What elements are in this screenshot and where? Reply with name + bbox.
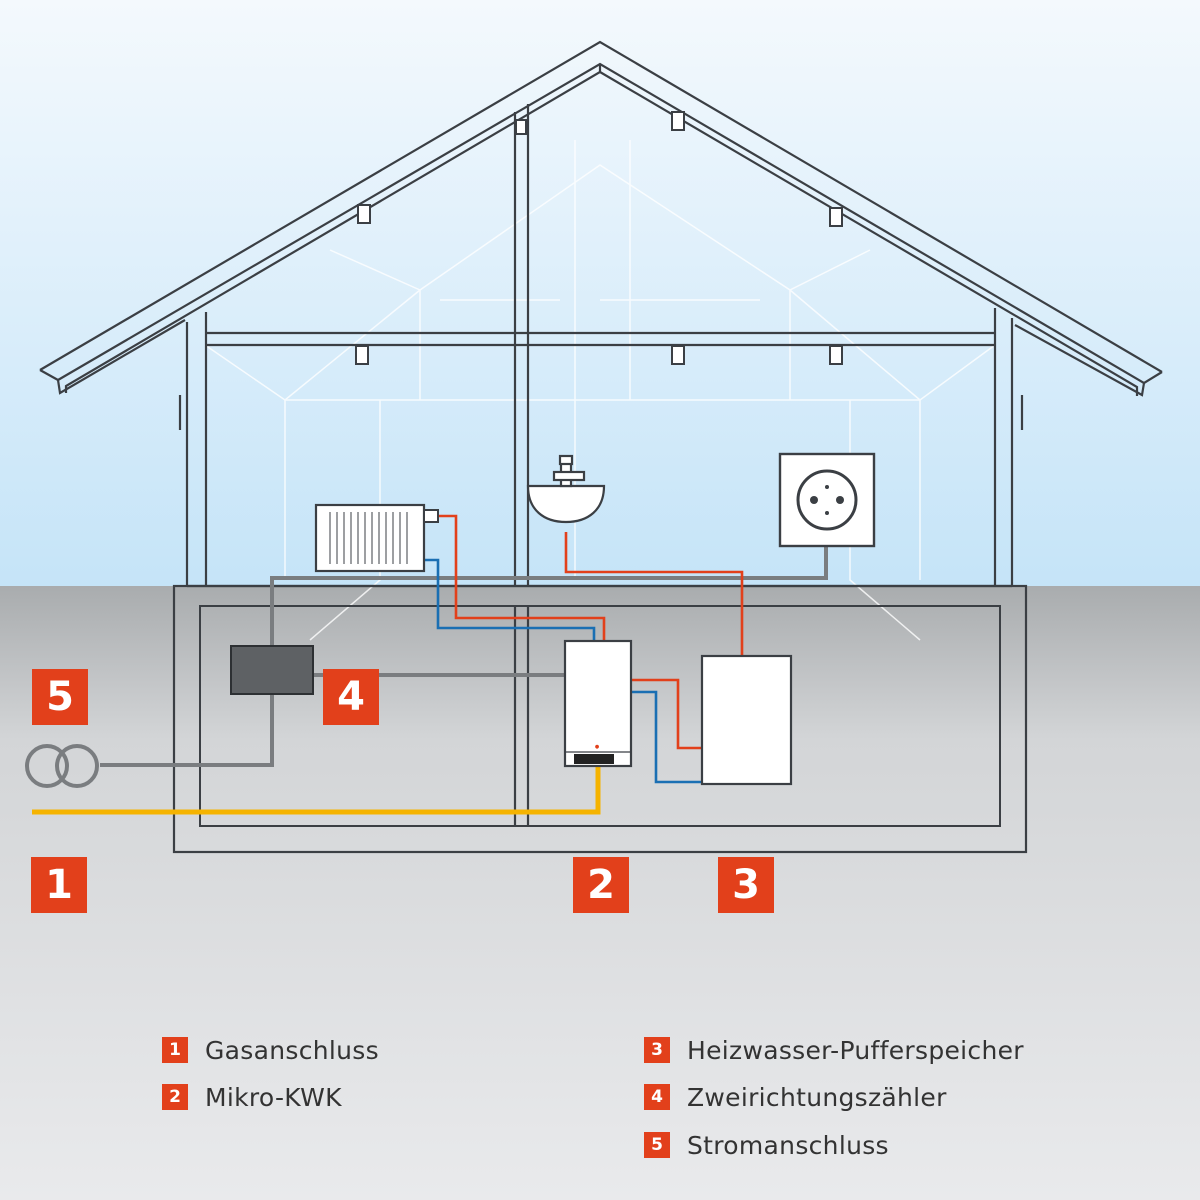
basement [172,584,1028,854]
legend-label: Gasanschluss [205,1035,379,1065]
legend-label: Stromanschluss [687,1130,889,1160]
gas-line [32,765,601,815]
legend-item-buffer: 3 Heizwasser-Pufferspeicher [644,1034,1024,1066]
buffer-tank-icon [700,654,793,786]
legend-label: Mikro-KWK [205,1082,342,1112]
badge-gas-connection: 1 [31,857,87,913]
legend-number: 5 [644,1132,670,1158]
radiator-icon [314,503,439,573]
badge-buffer-tank: 3 [718,857,774,913]
legend-number: 1 [162,1037,188,1063]
power-outlet-icon [778,452,876,548]
legend-label: Zweirichtungszähler [687,1082,947,1112]
badge-meter: 4 [323,669,379,725]
sink-icon [526,454,606,524]
transformer-icon [25,744,99,788]
legend-item-gas: 1 Gasanschluss [162,1034,379,1066]
svg-text:●: ● [595,744,600,750]
legend-number: 4 [644,1084,670,1110]
legend-item-meter: 4 Zweirichtungszähler [644,1081,947,1113]
roof-brackets [355,111,843,365]
legend-number: 2 [162,1084,188,1110]
legend-item-power: 5 Stromanschluss [644,1129,889,1161]
electricity-meter-icon [230,645,314,695]
badge-power-connection: 5 [32,669,88,725]
mini-chp-unit-icon: ● [563,639,633,768]
roof [39,40,1163,430]
legend-item-chp: 2 Mikro-KWK [162,1081,342,1113]
badge-chp: 2 [573,857,629,913]
legend-number: 3 [644,1037,670,1063]
legend-label: Heizwasser-Pufferspeicher [687,1035,1024,1065]
